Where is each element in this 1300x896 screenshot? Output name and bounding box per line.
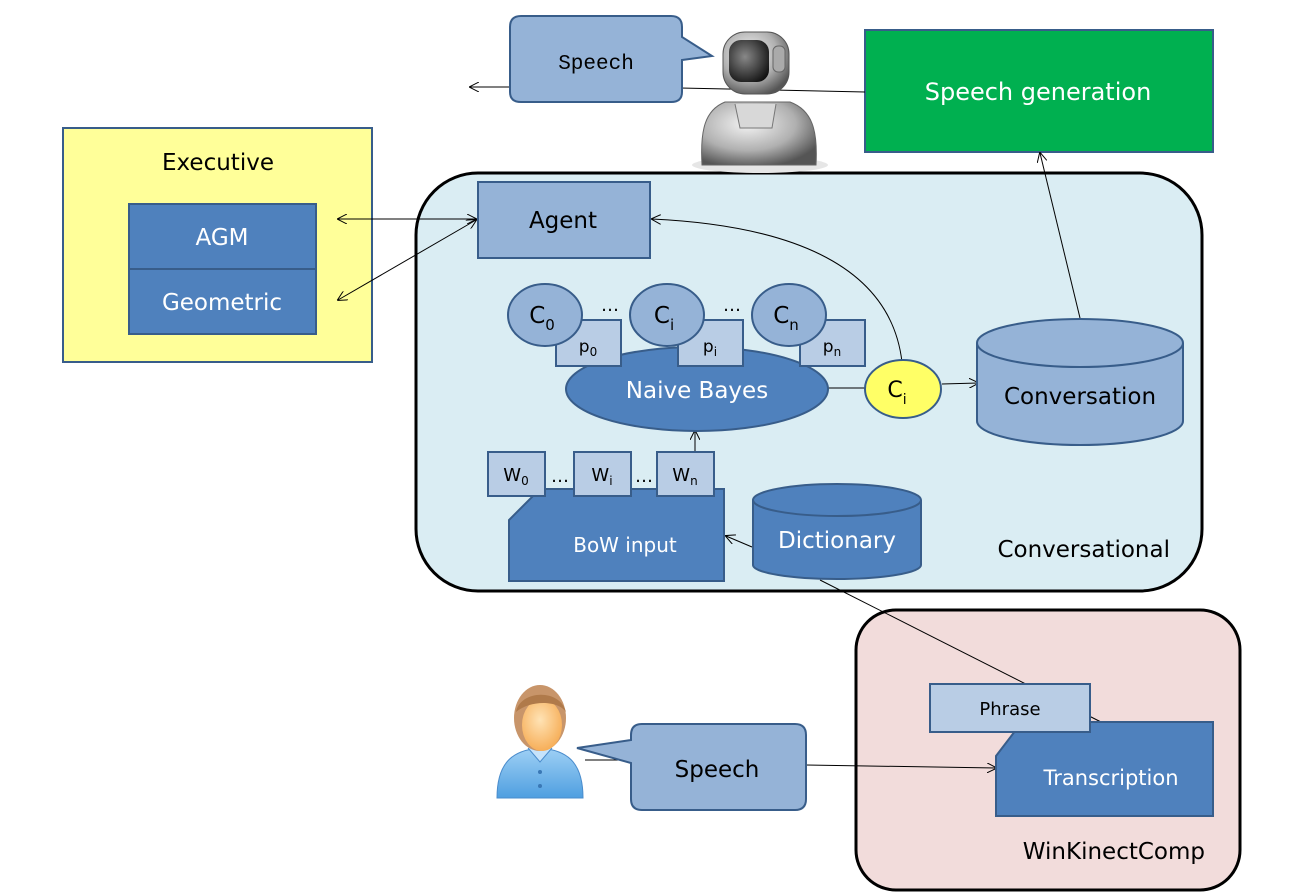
word-box-1 [573, 451, 632, 497]
probability-label-1: pi [703, 337, 717, 359]
conversational-title: Conversational [997, 537, 1170, 563]
dictionary-to-bow-arrow [726, 536, 753, 548]
agm-module[interactable]: AGM [128, 203, 317, 270]
svg-text:Dictionary: Dictionary [778, 528, 896, 554]
robot-icon [692, 31, 828, 173]
class-ellipse-1 [629, 283, 705, 347]
word-node-0[interactable]: W0 [487, 451, 546, 497]
svg-text:Naive Bayes: Naive Bayes [626, 378, 768, 404]
svg-text:Speech: Speech [675, 757, 760, 783]
svg-text:BoW input: BoW input [573, 533, 677, 557]
selected-class-name: C [887, 378, 902, 403]
word-box-2 [656, 451, 715, 497]
word-ellipsis-2: … [635, 466, 653, 487]
dictionary-db[interactable]: Dictionary [752, 483, 922, 580]
geometric-module[interactable]: Geometric [128, 268, 317, 335]
class-nodes: p0 C0 pi Ci pn Cn [507, 283, 866, 367]
class-node-2[interactable]: pn Cn [751, 283, 866, 367]
word-node-2[interactable]: Wn [656, 451, 715, 497]
word-label-1: Wi [591, 465, 612, 488]
class-ellipsis-2: … [723, 295, 741, 316]
ci-to-agent-curve [652, 219, 903, 363]
phrase-box[interactable]: Phrase [929, 683, 1091, 733]
class-label-1: Ci [654, 303, 674, 334]
naive-bayes-ellipse[interactable]: Naive Bayes [565, 346, 829, 432]
bow-input-box[interactable]: BoW input [508, 488, 725, 582]
word-nodes: W0 Wi Wn [487, 451, 715, 497]
svg-text:Transcription: Transcription [1042, 766, 1178, 790]
word-box-0 [487, 451, 546, 497]
word-label-0: W0 [503, 465, 528, 488]
conversation-db[interactable]: Conversation [976, 318, 1184, 446]
user-speech-bubble: Speech [576, 723, 807, 811]
svg-text:Phrase: Phrase [979, 699, 1040, 720]
word-ellipsis-1: … [551, 466, 569, 487]
ci-to-conversation-arrow [941, 383, 978, 384]
probability-label-0: p0 [579, 337, 597, 359]
word-node-1[interactable]: Wi [573, 451, 632, 497]
probability-box-1 [677, 319, 744, 367]
class-label-2: Cn [773, 303, 799, 334]
executive-title: Executive [162, 150, 274, 176]
word-label-2: Wn [672, 465, 697, 488]
svg-text:Geometric: Geometric [162, 290, 282, 316]
svg-text:Speech generation: Speech generation [925, 78, 1152, 106]
selected-class-sub: i [903, 392, 907, 408]
robot-speech-bubble: Speech [509, 15, 715, 103]
probability-label-2: pn [823, 337, 841, 359]
class-label-0: C0 [529, 303, 555, 334]
svg-text:Conversation: Conversation [1004, 384, 1156, 410]
geometric-agent-arrow [338, 220, 476, 300]
svg-text:Agent: Agent [529, 208, 597, 234]
conversation-to-speechgen-arrow [1040, 153, 1081, 319]
executive-box: Executive AGM Geometric [62, 127, 373, 363]
transcription-box[interactable]: Transcription [995, 721, 1214, 817]
speech-generation-box[interactable]: Speech generation [864, 29, 1214, 153]
class-ellipsis-1: … [601, 295, 619, 316]
speech-to-transcription-arrow [805, 765, 996, 768]
svg-text:Ci: Ci [887, 378, 906, 408]
svg-text:Speech: Speech [558, 53, 634, 76]
selected-class-node[interactable]: Ci [864, 359, 942, 419]
user-icon [496, 685, 584, 799]
winkinect-title: WinKinectComp [1023, 839, 1205, 865]
class-node-1[interactable]: pi Ci [629, 283, 744, 367]
class-ellipse-0 [507, 283, 583, 347]
class-node-0[interactable]: p0 C0 [507, 283, 622, 367]
class-ellipse-2 [751, 283, 827, 347]
svg-text:AGM: AGM [196, 225, 249, 251]
agent-box[interactable]: Agent [477, 181, 651, 259]
